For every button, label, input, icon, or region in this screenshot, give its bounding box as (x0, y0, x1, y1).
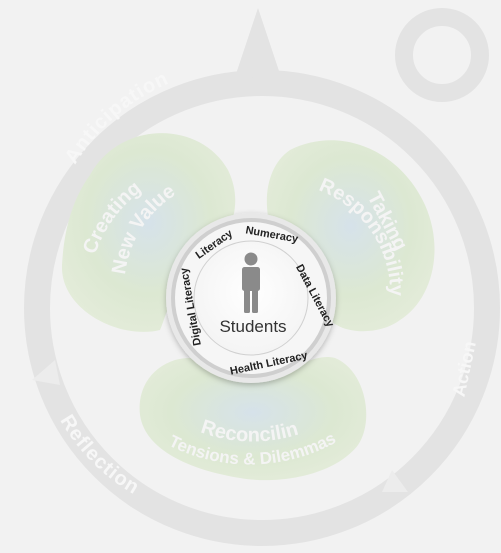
cycle-arrow-left-icon (32, 360, 60, 385)
students-label: Students (219, 317, 286, 336)
petal-creating-new-value (61, 133, 236, 332)
student-person-icon (242, 252, 260, 313)
cycle-arrow-bottom-icon (382, 470, 408, 492)
outer-compass-ring (24, 8, 500, 546)
petal-reconciling (139, 357, 367, 481)
reflection-label: Reflection (56, 411, 144, 499)
competency-petals (61, 133, 435, 481)
north-arrow-icon (230, 8, 286, 92)
compass-loop-icon (395, 8, 489, 102)
center-badge (166, 213, 336, 383)
